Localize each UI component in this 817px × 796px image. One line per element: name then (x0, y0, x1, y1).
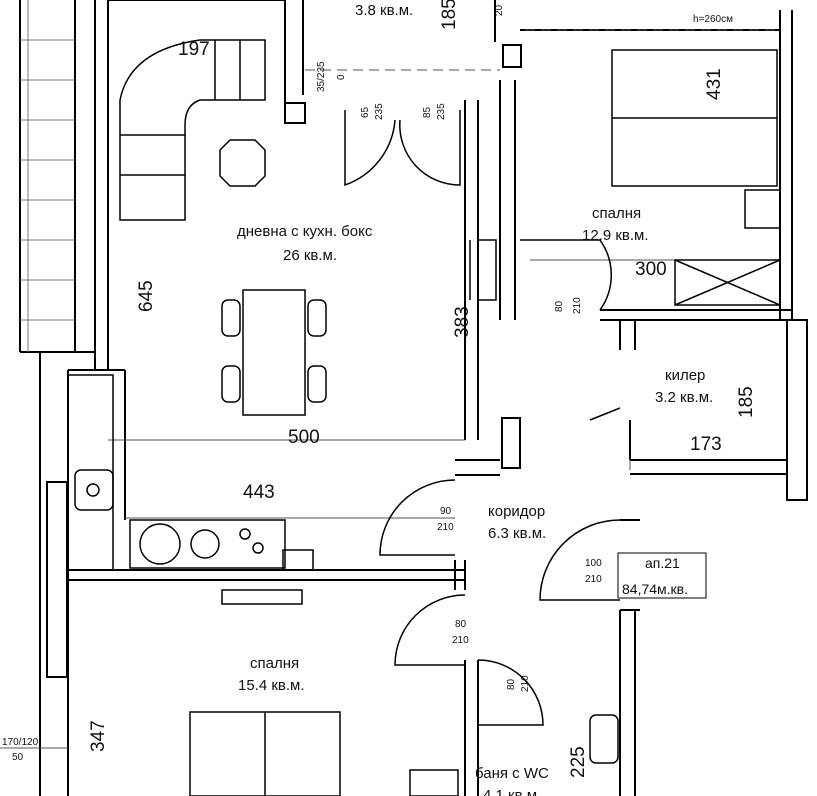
balcony-rail (20, 0, 75, 352)
dim-173: 173 (690, 434, 722, 455)
closet-area: 3.2 кв.м. (655, 389, 713, 406)
bedroom2-furniture (189, 589, 341, 796)
apartment-label-box (617, 552, 707, 599)
opening-210c: 210 (585, 574, 602, 585)
bedroom2-area: 15.4 кв.м. (238, 677, 305, 694)
bath-fixtures (409, 714, 619, 796)
bath-area: 4.1 кв.м. (483, 787, 541, 796)
opening-210d: 210 (452, 635, 469, 646)
bedroom1-name: спалня (592, 205, 641, 222)
dining-set (221, 289, 327, 416)
window-slot (469, 239, 497, 301)
closet-name: килер (665, 367, 705, 384)
dim-197: 197 (178, 39, 210, 60)
opening-210e: 210 (520, 675, 531, 692)
bedroom2-name: спалня (250, 655, 299, 672)
apartment-total-area: 84,74м.кв. (622, 581, 688, 597)
dim-347: 347 (88, 720, 109, 752)
living-area: 26 кв.м. (283, 247, 337, 264)
dim-185-top: 185 (439, 0, 460, 30)
dim-20: 20 (494, 4, 505, 16)
opening-0: 0 (336, 74, 347, 80)
opening-235a: 235 (374, 103, 385, 120)
dim-383: 383 (452, 306, 473, 338)
window-label-a: 170/120 (2, 737, 39, 748)
dim-500: 500 (288, 427, 320, 448)
opening-85: 85 (422, 106, 433, 118)
living-name: дневна с кухн. бокс (237, 223, 373, 240)
opening-80b: 80 (455, 619, 467, 630)
bath-name: баня с WC (475, 765, 549, 782)
columns (46, 44, 808, 678)
kitchen-counter (67, 374, 314, 571)
opening-80a: 80 (554, 300, 565, 312)
doors (344, 110, 621, 726)
dim-225: 225 (568, 746, 589, 778)
coffee-table (219, 139, 266, 187)
opening-100: 100 (585, 558, 602, 569)
opening-35-235: 35/235 (316, 61, 327, 92)
dim-443: 443 (243, 482, 275, 503)
sofa (119, 39, 266, 221)
apartment-number: ап.21 (645, 555, 680, 571)
window-label-b: 50 (12, 752, 24, 763)
walls (19, 0, 795, 796)
opening-210a: 210 (572, 297, 583, 314)
opening-210b: 210 (437, 522, 454, 533)
opening-90: 90 (440, 506, 452, 517)
corridor-name: коридор (488, 503, 545, 520)
opening-65: 65 (360, 106, 371, 118)
corridor-area: 6.3 кв.м. (488, 525, 546, 542)
dim-431: 431 (704, 68, 725, 100)
opening-80c: 80 (506, 678, 517, 690)
top-room-area: 3.8 кв.м. (355, 2, 413, 19)
dim-300: 300 (635, 259, 667, 280)
dim-185-right: 185 (736, 386, 757, 418)
bedroom1-area: 12.9 кв.м. (582, 227, 649, 244)
dim-645: 645 (136, 280, 157, 312)
opening-235b: 235 (436, 103, 447, 120)
ceiling-height: h=260см (693, 14, 733, 25)
bed-1 (611, 49, 781, 306)
